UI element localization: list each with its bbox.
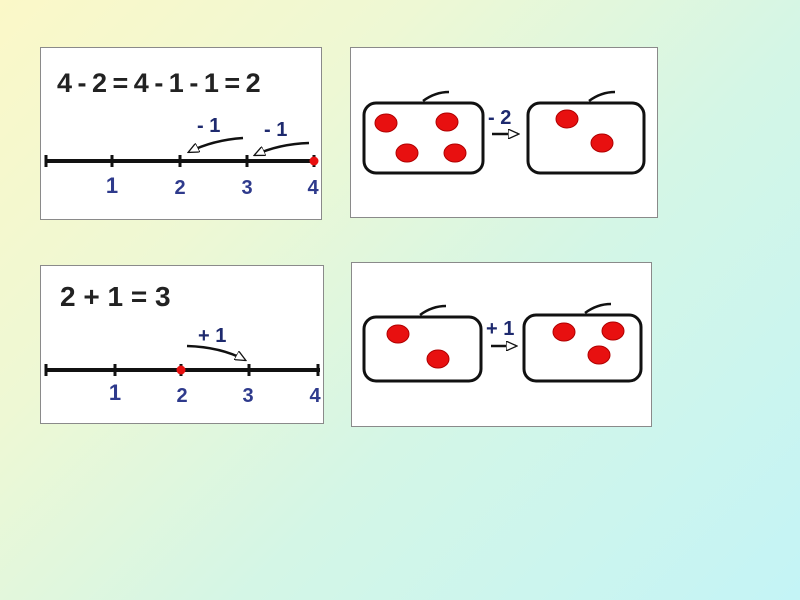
hop-label-4-to-3: - 1 (264, 119, 287, 141)
boxes-panel-addition: + 1 (351, 262, 652, 427)
start-point-dot (309, 156, 319, 166)
dot (426, 349, 450, 369)
dot (374, 113, 398, 133)
equation-addition: 2 + 1 = 3 (60, 281, 171, 312)
box-lid-right (588, 90, 616, 103)
dot (443, 143, 467, 163)
dot (587, 345, 611, 365)
tick-label-4: 4 (307, 177, 319, 199)
number-line-panel-addition: 2 + 1 = 3 1 2 3 4 + 1 (40, 265, 324, 424)
tick-label-2: 2 (174, 177, 185, 199)
boxes-diagram-subtraction: - 2 (362, 90, 646, 175)
hop-arrow-4-to-3 (255, 141, 310, 157)
tick-label-3: 3 (241, 177, 252, 199)
box-left (362, 315, 483, 383)
equation-subtraction: 4 - 2 = 4 - 1 - 1 = 2 (57, 68, 261, 98)
dot (590, 133, 614, 153)
hop-arrow-2-to-3 (186, 344, 245, 360)
box-right (522, 313, 643, 383)
number-line-addition: 1 2 3 4 + 1 (44, 325, 321, 407)
dot (386, 324, 410, 344)
box-left (362, 101, 485, 175)
hop-label-3-to-2: - 1 (197, 115, 220, 137)
dot (555, 109, 579, 129)
box-lid-left (422, 90, 450, 103)
dot (395, 143, 419, 163)
box-right (526, 101, 646, 175)
operation-label: + 1 (486, 318, 514, 340)
number-line-panel-subtraction: 4 - 2 = 4 - 1 - 1 = 2 1 2 3 4 - 1 - 1 (40, 47, 322, 220)
number-line-subtraction: 1 2 3 4 - 1 - 1 (44, 115, 319, 199)
dot (435, 112, 459, 132)
start-point-dot (176, 365, 186, 375)
operation-label: - 2 (488, 107, 511, 129)
tick-label-1: 1 (106, 173, 118, 198)
boxes-diagram-addition: + 1 (362, 302, 643, 383)
hop-label-2-to-3: + 1 (198, 325, 226, 347)
tick-label-1: 1 (109, 380, 121, 405)
boxes-panel-subtraction: - 2 (350, 47, 658, 218)
box-lid-right (584, 302, 612, 315)
tick-label-3: 3 (242, 385, 253, 407)
tick-label-2: 2 (176, 385, 187, 407)
dot (601, 321, 625, 341)
dot (552, 322, 576, 342)
box-lid-left (419, 304, 447, 317)
hop-arrow-3-to-2 (189, 136, 244, 152)
tick-label-4: 4 (309, 385, 321, 407)
